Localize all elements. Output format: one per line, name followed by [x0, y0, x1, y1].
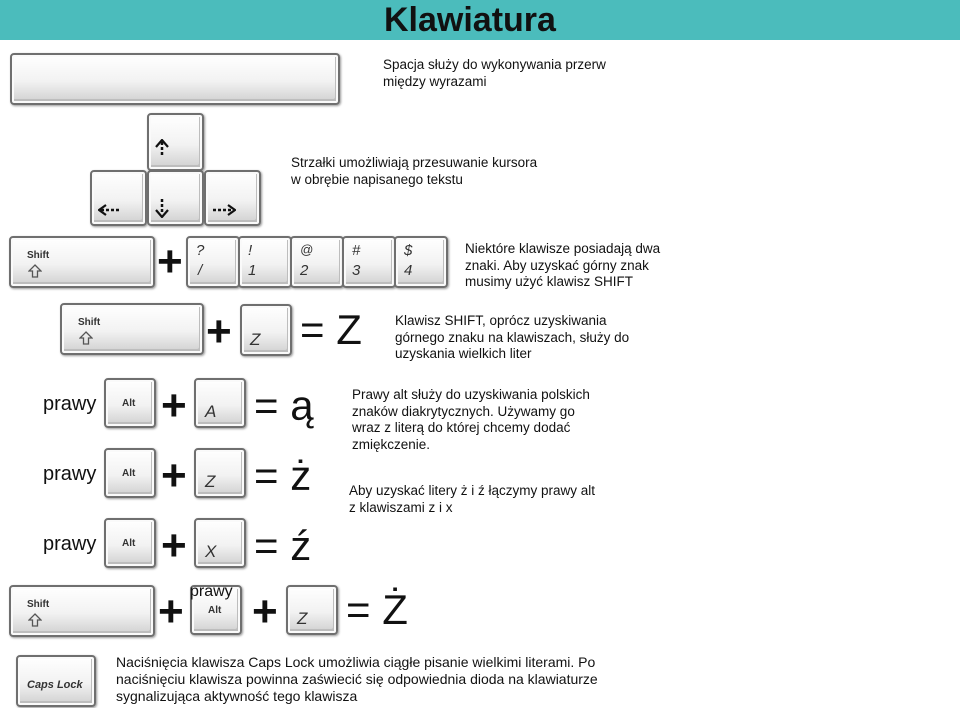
- alt-key: Alt: [104, 448, 156, 498]
- capslock-label: Caps Lock: [27, 679, 83, 691]
- shift-key: Shift: [9, 585, 155, 637]
- arrow-right-icon: [213, 204, 236, 216]
- key-bottom-char: 3: [352, 262, 361, 279]
- key-char: Z: [297, 609, 308, 628]
- plus-sign: +: [161, 381, 187, 430]
- alt-description: Prawy alt służy do uzyskiwania polskich …: [352, 387, 590, 452]
- alt-label: Alt: [208, 605, 222, 616]
- z-key: Z: [240, 304, 292, 356]
- key-top-char: @: [300, 242, 314, 257]
- arrow-left-icon: [98, 204, 120, 216]
- x-key: X: [194, 518, 246, 568]
- arrows-description: Strzałki umożliwiają przesuwanie kursora…: [291, 155, 538, 187]
- arrow-up-key: [147, 113, 204, 171]
- shift-label: Shift: [78, 317, 101, 328]
- prawy-label: prawy: [43, 393, 97, 415]
- key-char: Z: [205, 472, 216, 491]
- slash-key: ? /: [186, 236, 240, 288]
- digit-1-key: ! 1: [238, 236, 292, 288]
- plus-sign: +: [252, 587, 278, 636]
- key-bottom-char: 1: [248, 262, 257, 279]
- key-top-char: !: [248, 242, 253, 259]
- shift-z-description: Klawisz SHIFT, oprócz uzyskiwania górneg…: [395, 313, 630, 361]
- arrow-up-icon: [155, 139, 169, 157]
- shift-label: Shift: [27, 250, 50, 261]
- key-char: Z: [250, 330, 261, 349]
- key-char: A: [205, 402, 217, 421]
- shift-key: Shift: [60, 303, 204, 355]
- prawy-label: prawy: [190, 583, 233, 600]
- space-description: Spacja służy do wykonywania przerw międz…: [383, 57, 606, 89]
- shift-description: Niektóre klawisze posiadają dwa znaki. A…: [465, 241, 661, 289]
- capslock-key: Caps Lock: [16, 655, 96, 707]
- key-bottom-char: /: [198, 262, 203, 279]
- a-key: A: [194, 378, 246, 428]
- arrow-right-key: [204, 170, 261, 226]
- alt-key: Alt: [104, 518, 156, 568]
- z-key: Z: [194, 448, 246, 498]
- shift-icon: [28, 264, 42, 278]
- shift-label: Shift: [27, 599, 50, 610]
- alt-label: Alt: [122, 538, 136, 549]
- alt-label: Alt: [122, 468, 136, 479]
- shift-key: Shift: [9, 236, 155, 288]
- key-top-char: ?: [196, 242, 205, 259]
- plus-sign: +: [157, 237, 183, 286]
- result: = Z: [300, 306, 362, 353]
- shift-icon: [28, 613, 42, 627]
- z-key: Z: [286, 585, 338, 635]
- shift-icon: [79, 331, 93, 345]
- alt-key: Alt: [104, 378, 156, 428]
- plus-sign: +: [158, 587, 184, 636]
- key-bottom-char: 2: [300, 262, 309, 279]
- result: = ż: [254, 452, 312, 499]
- result: = ź: [254, 522, 312, 569]
- key-top-char: #: [352, 242, 361, 259]
- arrow-down-key: [147, 170, 204, 226]
- plus-sign: +: [161, 521, 187, 570]
- digit-4-key: $ 4: [394, 236, 448, 288]
- digit-2-key: @ 2: [290, 236, 344, 288]
- result: = Ż: [346, 586, 408, 633]
- space-key: [10, 53, 340, 105]
- alt-zx-description: Aby uzyskać litery ż i ź łączymy prawy a…: [349, 483, 596, 515]
- key-top-char: $: [404, 242, 413, 259]
- prawy-label: prawy: [43, 533, 97, 555]
- key-bottom-char: 4: [404, 262, 413, 279]
- capslock-description: Naciśnięcia klawisza Caps Lock umożliwia…: [116, 654, 598, 704]
- alt-label: Alt: [122, 398, 136, 409]
- arrow-left-key: [90, 170, 147, 226]
- alt-key: Alt: [190, 585, 242, 635]
- digit-3-key: # 3: [342, 236, 396, 288]
- plus-sign: +: [206, 307, 232, 356]
- result: = ą: [254, 382, 314, 429]
- title-bar: [0, 0, 960, 40]
- page-title: Klawiatura: [384, 1, 556, 39]
- arrow-down-icon: [155, 199, 169, 218]
- prawy-label: prawy: [43, 463, 97, 485]
- key-char: X: [205, 542, 217, 561]
- plus-sign: +: [161, 451, 187, 500]
